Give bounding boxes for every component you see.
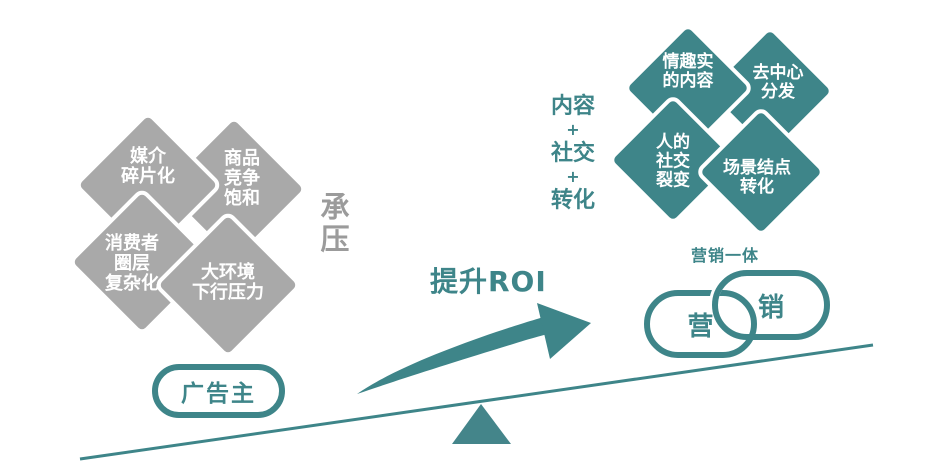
ring-sales-label: 销 (757, 292, 784, 323)
diamond-label: 人的 社交 裂变 (656, 132, 690, 191)
fulcrum-triangle-icon (452, 404, 511, 444)
diamond-label: 消费者 圈层 复杂化 (105, 232, 159, 295)
roi-arrow-shaft (357, 315, 557, 394)
diamond-label: 媒介 碎片化 (121, 145, 175, 187)
plus-sign: + (566, 166, 580, 186)
advertiser-label: 广告主 (181, 381, 256, 407)
ring-marketing-label: 营 (687, 311, 714, 342)
marketing-integration-title: 营销一体 (690, 246, 759, 265)
roi-arrowhead-icon (537, 303, 591, 359)
diamond-label: 大环境 下行压力 (192, 261, 264, 303)
roi-label: 提升ROI (430, 265, 547, 298)
diamond-label: 商品 竞争 饱和 (224, 147, 260, 210)
formula-line: 内容 (550, 94, 595, 119)
seesaw-line (79, 343, 874, 461)
formula-line: 转化 (550, 187, 595, 213)
diamond-label: 情趣实 的内容 (662, 51, 714, 91)
diamond-label: 去中心 分发 (752, 62, 804, 102)
diamond-label: 场景结点 转化 (723, 157, 791, 197)
plus-sign: + (566, 119, 580, 139)
pressure-label: 承压 (320, 190, 350, 256)
advertiser-pill: 广告主 (152, 364, 285, 418)
ring-marketing: 营 (644, 290, 757, 358)
formula-label: 内容 + 社交 + 转化 (542, 94, 604, 213)
ring-sales: 销 (712, 270, 830, 340)
formula-line: 社交 (550, 140, 595, 166)
